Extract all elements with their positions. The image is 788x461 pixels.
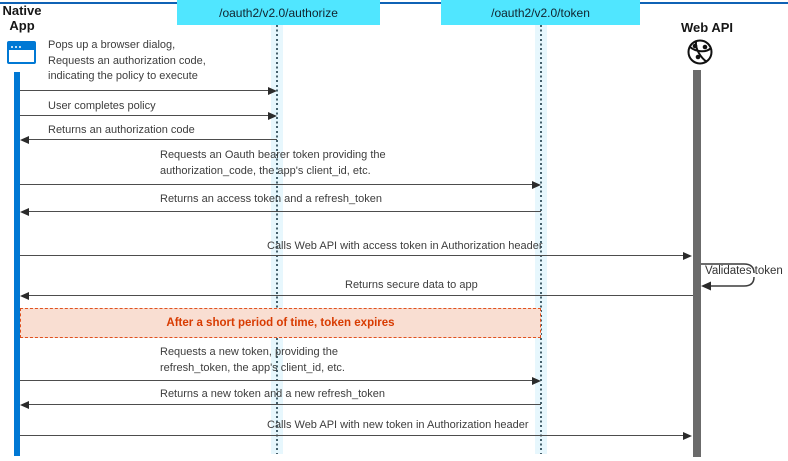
message-line-text: Returns an authorization code	[48, 124, 195, 136]
message-line-text: Calls Web API with access token in Autho…	[267, 240, 543, 252]
browser-window-titlebar	[9, 43, 34, 50]
message-arrow-line	[20, 184, 532, 185]
message-arrow-line	[20, 435, 683, 436]
arrowhead-right-icon	[268, 86, 277, 95]
message-line-text: Calls Web API with new token in Authoriz…	[267, 419, 529, 431]
endpoint-authorize-label: /oauth2/v2.0/authorize	[219, 5, 338, 20]
message-line-text: Pops up a browser dialog,	[48, 39, 176, 51]
message-label: Returns secure data to app	[345, 278, 478, 294]
message-line-text: Requests a new token, providing the	[160, 346, 338, 358]
message-line-text: authorization_code, the app's client_id,…	[160, 164, 371, 177]
message-arrow-line	[20, 90, 268, 91]
lifeline-dotted-line	[540, 25, 542, 454]
top-border-line	[0, 2, 788, 4]
message-arrow-line	[20, 380, 532, 381]
message-label: Requests a new token, providing the refr…	[160, 345, 345, 376]
native-app-label-line2: App	[9, 18, 35, 33]
endpoint-token-label: /oauth2/v2.0/token	[491, 5, 590, 20]
message-label: Requests an Oauth bearer token providing…	[160, 148, 386, 179]
globe-network-icon	[685, 37, 715, 67]
message-line-text: indicating the policy to execute	[48, 70, 198, 82]
message-line-text: Returns an access token and a refresh_to…	[160, 193, 382, 205]
token-expiry-note: After a short period of time, token expi…	[20, 308, 541, 338]
native-app-label: Native App	[0, 3, 44, 33]
arrowhead-left-icon	[20, 207, 29, 216]
lifeline-token	[535, 25, 547, 454]
arrowhead-right-icon	[268, 111, 277, 120]
message-arrow-line	[20, 115, 268, 116]
message-arrow-line	[20, 255, 683, 256]
endpoint-authorize: /oauth2/v2.0/authorize	[177, 0, 380, 25]
message-line-text: Returns a new token and a new refresh_to…	[160, 388, 386, 400]
message-line-text: refresh_token, the app's client_id, etc.	[160, 361, 345, 374]
message-label: Pops up a browser dialog, Requests an au…	[48, 38, 206, 85]
arrowhead-right-icon	[683, 431, 692, 440]
message-label: Calls Web API with access token in Autho…	[267, 239, 543, 255]
message-label: Returns a new token and a new refresh_to…	[160, 387, 385, 403]
lifeline-authorize	[271, 25, 283, 454]
arrowhead-right-icon	[683, 251, 692, 260]
arrowhead-left-icon	[20, 400, 29, 409]
message-line-text: User completes policy	[48, 100, 156, 112]
web-api-label-text: Web API	[680, 20, 733, 35]
message-line-text: Returns secure data to app	[345, 279, 478, 291]
browser-window-icon	[7, 41, 36, 64]
self-message-loop	[697, 257, 761, 293]
arrowhead-left-icon	[20, 291, 29, 300]
message-label: User completes policy	[48, 99, 156, 115]
message-line-text: Requests an Oauth bearer token providing…	[160, 149, 386, 161]
web-api-activation-bar	[693, 70, 701, 457]
token-expiry-note-text: After a short period of time, token expi…	[166, 317, 395, 329]
arrowhead-right-icon	[532, 180, 541, 189]
message-line-text: Requests an authorization code,	[48, 54, 206, 67]
message-arrow-line	[29, 211, 541, 212]
lifeline-dotted-line	[276, 25, 278, 454]
message-arrow-line	[29, 295, 693, 296]
native-app-activation-bar	[14, 72, 20, 456]
web-api-label: Web API	[670, 20, 744, 35]
endpoint-token: /oauth2/v2.0/token	[441, 0, 640, 25]
message-arrow-line	[29, 139, 277, 140]
arrowhead-right-icon	[532, 376, 541, 385]
message-label: Returns an authorization code	[48, 123, 195, 139]
message-arrow-line	[29, 404, 541, 405]
message-label: Returns an access token and a refresh_to…	[160, 192, 382, 208]
message-label: Calls Web API with new token in Authoriz…	[267, 418, 529, 434]
self-message-label: Validates token	[705, 265, 783, 277]
native-app-label-line1: Native	[2, 3, 42, 18]
arrowhead-left-icon	[20, 135, 29, 144]
